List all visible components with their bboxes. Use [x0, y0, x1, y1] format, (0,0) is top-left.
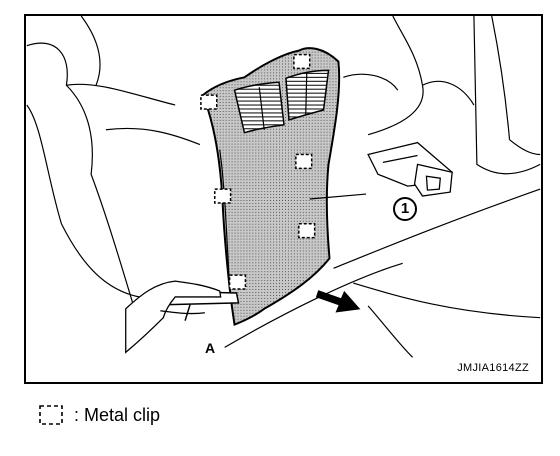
- legend: : Metal clip: [38, 402, 160, 428]
- floor-lines: [224, 188, 541, 358]
- metal-clip-markers: [200, 53, 316, 290]
- hand-outline: [125, 280, 222, 354]
- legend-text: : Metal clip: [74, 404, 161, 425]
- rear-console-panel: [201, 47, 341, 327]
- figure-code: JMJIA1614ZZ: [457, 362, 529, 374]
- callout-number-1: 1: [393, 197, 417, 221]
- diagram-frame: A 1 JMJIA1614ZZ: [24, 14, 543, 384]
- rear-console-illustration: [26, 16, 541, 358]
- callout-1-leader: [309, 193, 367, 200]
- label-a: A: [205, 340, 216, 356]
- metal-clip-icon: [39, 405, 63, 425]
- floor-bracket: [367, 141, 454, 197]
- removal-direction-arrow: [315, 290, 361, 313]
